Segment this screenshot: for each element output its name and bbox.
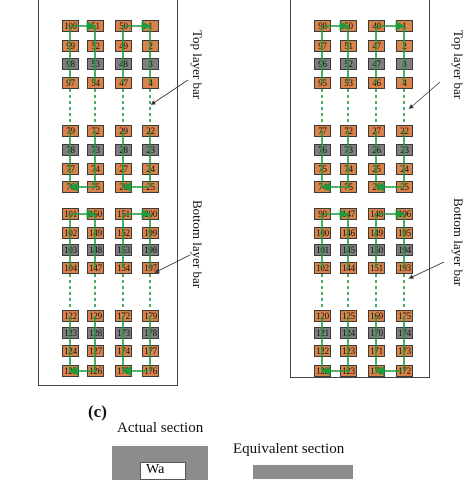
leader-line-b-top — [408, 81, 441, 110]
actual-section-inner-text: Wa — [146, 462, 165, 477]
equivalent-section-label: Equivalent section — [233, 441, 345, 457]
panel-b-bottom-label: Bottom layer bar — [451, 198, 466, 287]
actual-section-label: Actual section — [117, 420, 204, 436]
panel-a-top-label: Top layer bar — [190, 30, 205, 100]
green-flow-arrows — [68, 21, 406, 376]
panel-b-frame — [290, 0, 430, 378]
panel-a-frame — [38, 0, 178, 386]
equivalent-section-shape — [253, 465, 353, 479]
leader-line-a-bottom — [154, 254, 191, 273]
panel-a-bottom-label: Bottom layer bar — [190, 200, 205, 289]
leader-line-a-top — [150, 79, 189, 105]
leader-line-b-bottom — [408, 261, 445, 279]
panel-b-top-label: Top layer bar — [451, 30, 466, 100]
panel-c-letter: (c) — [88, 402, 107, 421]
